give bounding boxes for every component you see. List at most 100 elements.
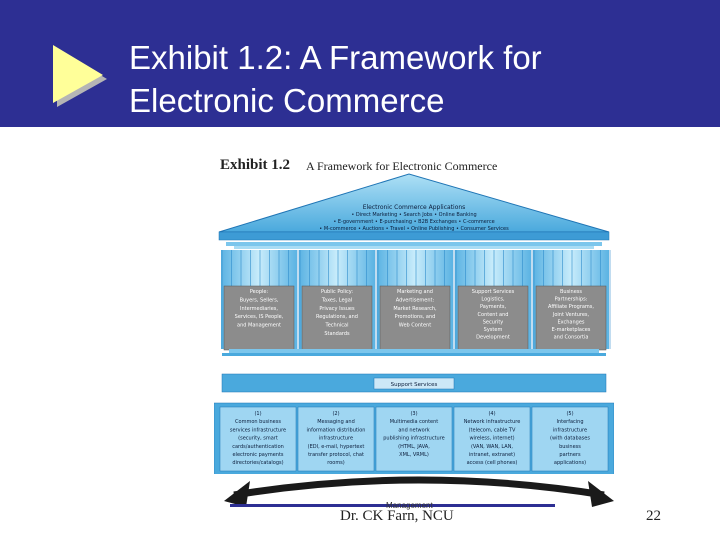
roof-line-2: • E-government • E-purchasing • B2B Exch… — [333, 219, 494, 225]
infrastructure-text-line: business — [559, 444, 581, 450]
pillar-text-line: Affiliate Programs, — [548, 304, 594, 310]
infrastructure-text-line: (VAN, WAN, LAN, — [471, 444, 513, 450]
infrastructure-text-line: XML, VRML) — [399, 452, 429, 458]
roof-beam — [218, 231, 610, 241]
pillar-box — [379, 285, 451, 351]
infrastructure-box-4: (4) Network infrastructure (telecom, cable… — [453, 406, 531, 472]
arrow-bullet-icon — [53, 45, 107, 107]
framework-figure: Exhibit 1.2 A Framework for Electronic C… — [214, 154, 614, 474]
support-services-label: Support Services — [391, 382, 438, 388]
infrastructure-text-line: information distribution — [307, 427, 366, 433]
infrastructure-box-5: (5) Interfacing infrastructure (with databa… — [531, 406, 609, 472]
infrastructure-text-line: (HTML, JAVA, — [398, 444, 430, 450]
infrastructure-text-line: infrastructure — [319, 436, 353, 442]
infrastructure-box — [453, 406, 531, 472]
pillar-text-line: and Consortia — [554, 335, 589, 341]
roof-line-1: • Direct Marketing • Search Jobs • Onlin… — [351, 212, 476, 218]
infrastructure-box — [531, 406, 609, 472]
pillar-box — [301, 285, 373, 351]
pillar-text-line: Privacy Issues — [319, 306, 355, 312]
roof-line-3: • M-commerce • Auctions • Travel • Onlin… — [319, 226, 509, 232]
pillar-text-line: Web Content — [399, 323, 431, 329]
pillar-text-line: Advertisement: — [396, 297, 435, 303]
infrastructure-text-line: (2) — [332, 411, 339, 417]
pillar-box — [457, 285, 529, 351]
exhibit-title: A Framework for Electronic Commerce — [306, 159, 498, 173]
infrastructure-text-line: wireless, internet) — [469, 436, 514, 442]
infrastructure-box — [297, 406, 375, 472]
pillar-text-line: Support Services — [472, 289, 515, 295]
infrastructure-box — [375, 406, 453, 472]
pillar-text-line: Partnerships: — [555, 297, 588, 303]
slide-title-line2: Electronic Commerce — [129, 82, 445, 119]
pillar-text-line: Technical — [325, 323, 349, 329]
infrastructure-text-line: (with databases — [550, 436, 590, 442]
pillar-text-line: Security — [483, 319, 504, 325]
footer-overlap-text: Management — [386, 501, 433, 510]
pillar-text-line: Public Policy: — [321, 289, 353, 295]
page-number: 22 — [646, 508, 661, 524]
slide-title-line1: Exhibit 1.2: A Framework for — [129, 39, 542, 76]
infrastructure-text-line: (security, smart — [238, 436, 278, 442]
pillar-text-line: Intermediaries, — [240, 306, 278, 312]
infrastructure-box — [219, 406, 297, 472]
infrastructure-text-line: (4) — [488, 411, 495, 417]
infrastructure-text-line: Common business — [235, 419, 281, 425]
infrastructure-text-line: Network infrastructure — [464, 419, 521, 425]
pillar-text-line: Promotions, and — [395, 314, 436, 320]
infrastructure-text-line: Messaging and — [317, 419, 355, 425]
exhibit-number: Exhibit 1.2 — [220, 157, 291, 173]
infrastructure-text-line: publishing infrastructure — [383, 436, 445, 442]
infrastructure-text-line: intranet, extranet) — [469, 452, 515, 458]
pillar-text-line: Logistics, — [481, 297, 505, 303]
infrastructure-text-line: applications) — [554, 460, 586, 466]
infrastructure-text-line: access (cell phones) — [467, 460, 518, 466]
infrastructure-box-3: (3) Multimedia content and network publishi… — [375, 406, 453, 472]
slide-title: Exhibit 1.2: A Framework for Electronic … — [129, 36, 542, 122]
pillar-text-line: Joint Ventures, — [552, 312, 590, 318]
infrastructure-text-line: transfer protocol, chat — [308, 452, 364, 458]
framework-diagram: Electronic Commerce Applications • Direc… — [214, 173, 614, 474]
infrastructure-text-line: electronic payments — [232, 452, 283, 458]
pillar-text-line: People: — [250, 289, 269, 295]
pillar-text-line: Business — [560, 289, 582, 295]
pillar-text-line: Payments, — [480, 304, 506, 310]
infrastructure-text-line: partners — [559, 452, 581, 458]
infrastructure-box-2: (2) Messaging and information distribution… — [297, 406, 375, 472]
pillar-1: People: Buyers, Sellers, Intermediaries, Se… — [221, 250, 299, 351]
author-text: Dr. CK Farn, NCU — [340, 508, 454, 524]
pillar-box — [535, 285, 607, 351]
pillar-text-line: Buyers, Sellers, — [240, 297, 279, 303]
double-arrow-icon — [224, 476, 614, 507]
infrastructure-text-line: Multimedia content — [390, 419, 439, 425]
infrastructure-text-line: (telecom, cable TV — [469, 427, 516, 433]
pillars: People: Buyers, Sellers, Intermediaries, Se… — [221, 250, 611, 351]
infrastructure-text-line: rooms) — [327, 460, 345, 466]
pillar-text-line: Market Research, — [393, 306, 437, 312]
pillar-text-line: Taxes, Legal — [321, 297, 352, 303]
pillar-box — [223, 285, 295, 351]
footer-rule — [230, 504, 555, 507]
pillar-text-line: E-marketplaces — [552, 327, 591, 333]
pillar-text-line: System — [484, 327, 503, 333]
infrastructure-text-line: (3) — [410, 411, 417, 417]
pillar-text-line: Services, IS People, — [235, 314, 284, 320]
pillar-text-line: Regulations, and — [316, 314, 358, 320]
roof-heading: Electronic Commerce Applications — [363, 204, 466, 211]
pillar-text-line: Content and — [478, 312, 509, 318]
pillar-text-line: Exchanges — [557, 319, 584, 325]
pillar-text-line: Standards — [324, 331, 350, 337]
infrastructure-text-line: infrastructure — [553, 427, 587, 433]
pillar-text-line: and Management — [237, 323, 281, 329]
infrastructure-text-line: Interfacing — [556, 419, 583, 425]
infrastructure-text-line: directories/catalogs) — [232, 460, 283, 466]
infrastructure-text-line: and network — [398, 427, 429, 433]
infrastructure-text-line: (5) — [566, 411, 573, 417]
